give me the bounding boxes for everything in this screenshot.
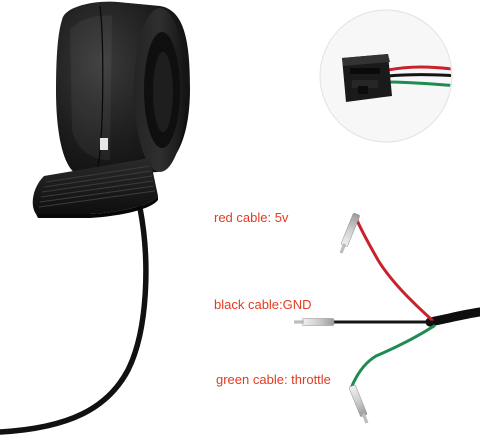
black-cable-label: black cable:GND bbox=[214, 297, 312, 312]
green-cable-label: green cable: throttle bbox=[216, 372, 331, 387]
thumb-throttle bbox=[32, 1, 190, 218]
wire-harness bbox=[294, 213, 480, 424]
connector-inset bbox=[319, 9, 453, 143]
red-cable-label: red cable: 5v bbox=[214, 210, 289, 225]
throttle-cable bbox=[0, 205, 149, 435]
